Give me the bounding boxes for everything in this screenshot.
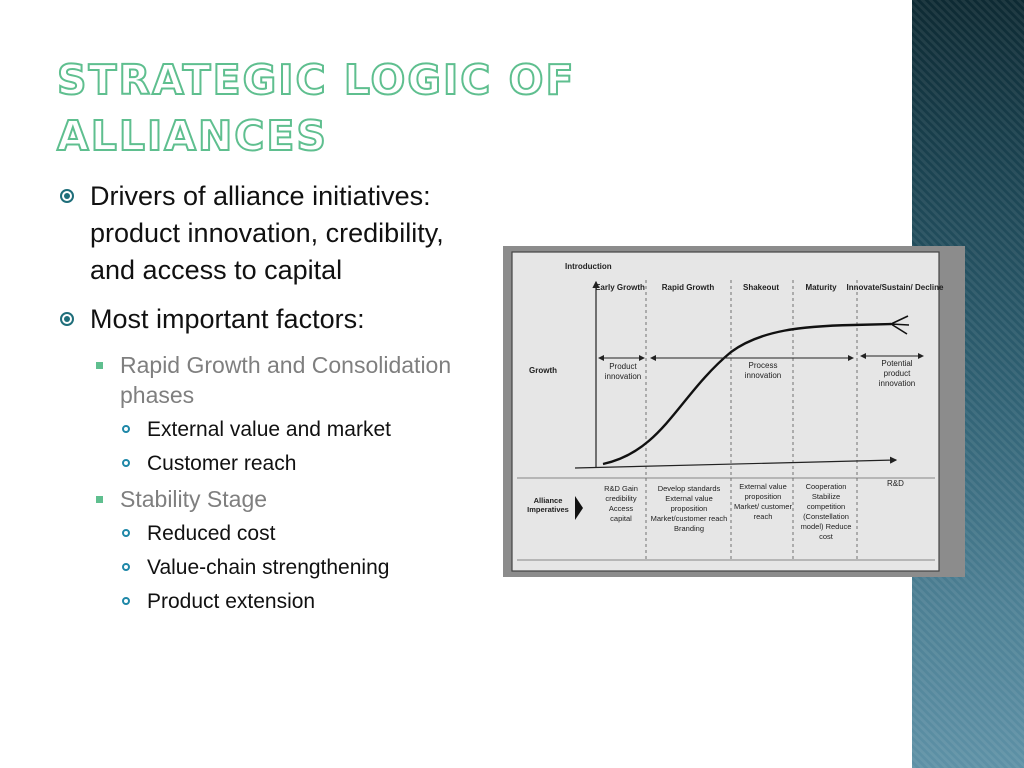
decorative-side-band <box>912 0 1024 768</box>
circle-dot-bullet-icon <box>60 189 74 203</box>
row-label-alliance-imperatives: Alliance Imperatives <box>527 496 569 514</box>
note-product-innovation: Product innovation <box>605 362 641 381</box>
square-bullet-icon <box>96 496 103 503</box>
sub-bullet-item: Rapid Growth and Consolidation phases <box>96 350 480 410</box>
x-axis <box>574 456 898 469</box>
bullet-text: Most important factors: <box>90 304 365 334</box>
figure-page <box>511 251 940 572</box>
sub-sub-bullet-text: Customer reach <box>147 452 297 475</box>
growth-curve <box>602 322 892 466</box>
imperative-maturity: Cooperation Stabilize competition (Const… <box>801 482 852 541</box>
sub-sub-bullet-text: Product extension <box>147 590 316 613</box>
row-label-growth: Growth <box>529 366 557 375</box>
sub-sub-bullet-item: Product extension <box>122 588 480 616</box>
sub-sub-bullet-text: Value-chain strengthening <box>147 556 390 579</box>
imperative-early-growth: R&D Gain credibility Access capital <box>604 484 638 523</box>
bullet-text: Drivers of alliance initiatives: product… <box>90 181 444 285</box>
sub-sub-bullet-item: External value and market <box>122 416 480 444</box>
sub-sub-bullet-text: Reduced cost <box>147 522 276 545</box>
sub-sub-bullet-item: Reduced cost <box>122 520 480 548</box>
circle-dot-bullet-icon <box>60 312 74 326</box>
bullet-list: Drivers of alliance initiatives: product… <box>60 178 480 622</box>
stage-dividers <box>645 280 858 561</box>
label-introduction: Introduction <box>565 262 612 271</box>
sub-bullet-text: Stability Stage <box>120 486 268 512</box>
decline-branches <box>890 315 910 335</box>
bullet-item: Most important factors: <box>60 301 480 338</box>
alliance-lifecycle-figure: Introduction Early Growth Rapid Growth S… <box>503 246 965 577</box>
imperative-rapid-growth: Develop standards External value proposi… <box>651 484 728 533</box>
stage-maturity: Maturity <box>805 283 837 292</box>
note-process-innovation: Process innovation <box>745 361 781 380</box>
bullet-item: Drivers of alliance initiatives: product… <box>60 178 480 289</box>
ring-bullet-icon <box>122 425 130 433</box>
lifecycle-diagram: Introduction Early Growth Rapid Growth S… <box>511 251 944 572</box>
imperatives-arrow-icon <box>575 496 583 520</box>
slide-title: Strategic Logic of Alliances <box>56 55 576 161</box>
sub-sub-bullet-item: Value-chain strengthening <box>122 554 480 582</box>
stage-rapid-growth: Rapid Growth <box>662 283 715 292</box>
stage-innovate-sustain-decline: Innovate/Sustain/ Decline <box>847 283 944 292</box>
sub-sub-bullet-text: External value and market <box>147 418 391 441</box>
stage-early-growth: Early Growth <box>595 283 645 292</box>
imperative-shakeout: External value proposition Market/ custo… <box>734 482 792 521</box>
axis-label-rd: R&D <box>887 479 904 488</box>
square-bullet-icon <box>96 362 103 369</box>
sub-sub-bullet-item: Customer reach <box>122 450 480 478</box>
sub-bullet-item: Stability Stage <box>96 484 480 514</box>
ring-bullet-icon <box>122 459 130 467</box>
ring-bullet-icon <box>122 597 130 605</box>
note-potential-product-innovation: Potential product innovation <box>879 359 915 388</box>
sub-bullet-text: Rapid Growth and Consolidation phases <box>120 352 452 408</box>
stage-shakeout: Shakeout <box>743 283 779 292</box>
ring-bullet-icon <box>122 563 130 571</box>
ring-bullet-icon <box>122 529 130 537</box>
